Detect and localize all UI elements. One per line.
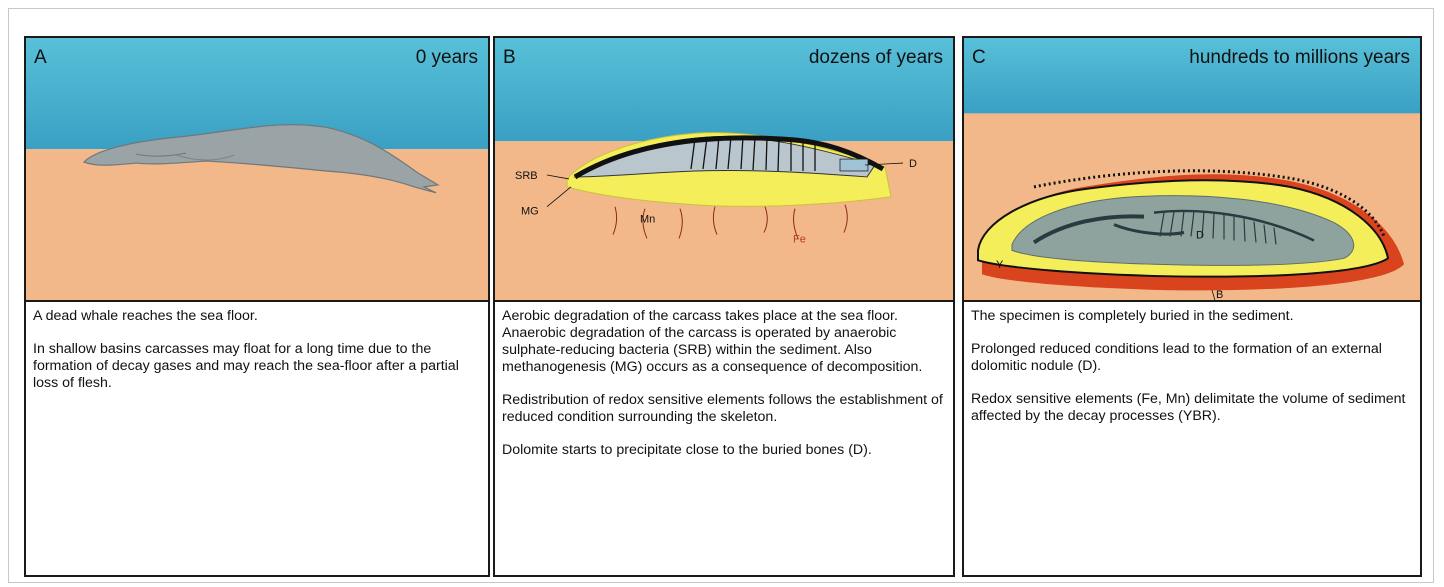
scene-b: SRB MG Mn Fe D B dozens of years bbox=[495, 38, 953, 302]
label-y: Y bbox=[996, 259, 1004, 271]
scene-b-illustration: SRB MG Mn Fe D bbox=[495, 38, 953, 300]
panel-b-letter: B bbox=[503, 47, 516, 69]
label-d: D bbox=[909, 158, 917, 170]
panel-a: A 0 years A dead whale reaches the sea f… bbox=[24, 36, 490, 577]
label-mg: MG bbox=[521, 206, 539, 218]
panel-b-paragraph: Redistribution of redox sensitive elemen… bbox=[502, 392, 947, 426]
panel-c-paragraph: The specimen is completely buried in the… bbox=[971, 308, 1414, 325]
panel-a-letter: A bbox=[34, 47, 47, 69]
panel-b-paragraph: Dolomite starts to precipitate close to … bbox=[502, 442, 947, 459]
panel-c-paragraph: Redox sensitive elements (Fe, Mn) delimi… bbox=[971, 391, 1414, 425]
panel-b-paragraph: Aerobic degradation of the carcass takes… bbox=[502, 308, 947, 376]
panel-c-paragraph: Prolonged reduced conditions lead to the… bbox=[971, 341, 1414, 375]
panel-b-caption: Aerobic degradation of the carcass takes… bbox=[502, 308, 947, 475]
scene-a-illustration bbox=[26, 38, 488, 300]
panel-c: Y D B C hundreds to millions years The s… bbox=[962, 36, 1422, 577]
panel-b-time: dozens of years bbox=[809, 47, 943, 69]
scene-a: A 0 years bbox=[26, 38, 488, 302]
label-mn: Mn bbox=[640, 214, 655, 226]
panel-c-caption: The specimen is completely buried in the… bbox=[971, 308, 1414, 441]
panel-c-letter: C bbox=[972, 47, 986, 69]
label-b: B bbox=[1216, 289, 1223, 300]
scene-c-illustration: Y D B bbox=[964, 38, 1420, 300]
panel-b: SRB MG Mn Fe D B dozens of years Aerobic… bbox=[493, 36, 955, 577]
scene-c: Y D B C hundreds to millions years bbox=[964, 38, 1420, 302]
label-d: D bbox=[1196, 230, 1204, 242]
label-srb: SRB bbox=[515, 170, 538, 182]
sea-floor-sediment bbox=[26, 149, 488, 300]
label-fe: Fe bbox=[793, 233, 806, 245]
panel-a-time: 0 years bbox=[416, 47, 478, 69]
panel-a-paragraph: A dead whale reaches the sea floor. bbox=[33, 308, 482, 325]
panel-a-caption: A dead whale reaches the sea floor. In s… bbox=[33, 308, 482, 408]
panel-c-time: hundreds to millions years bbox=[1189, 47, 1410, 69]
panel-a-paragraph: In shallow basins carcasses may float fo… bbox=[33, 341, 482, 392]
